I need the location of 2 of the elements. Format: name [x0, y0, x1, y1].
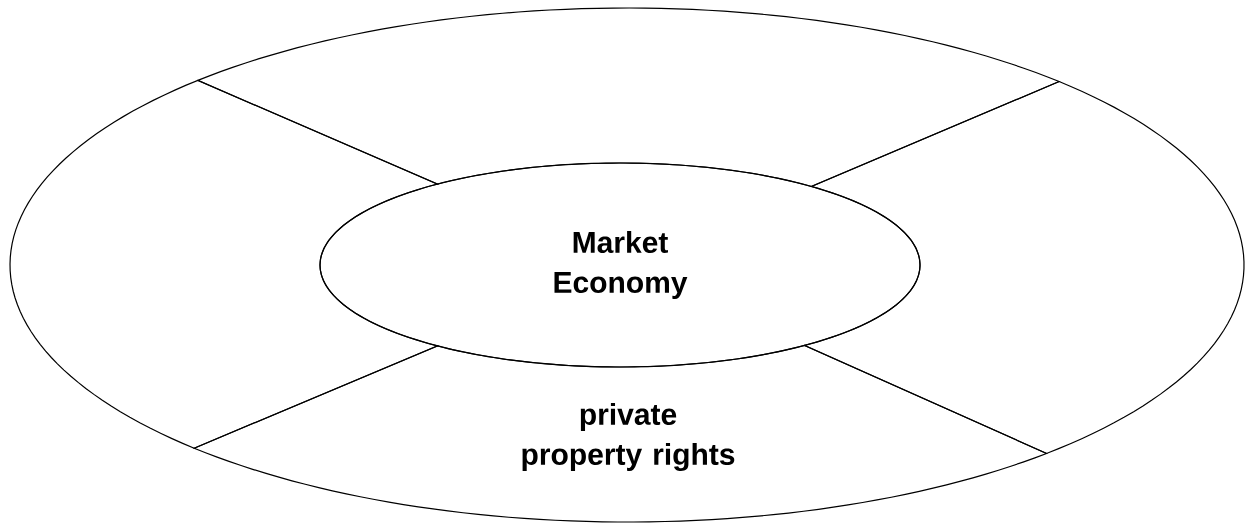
ring-segment	[9, 79, 440, 449]
ring-segment	[802, 80, 1245, 455]
